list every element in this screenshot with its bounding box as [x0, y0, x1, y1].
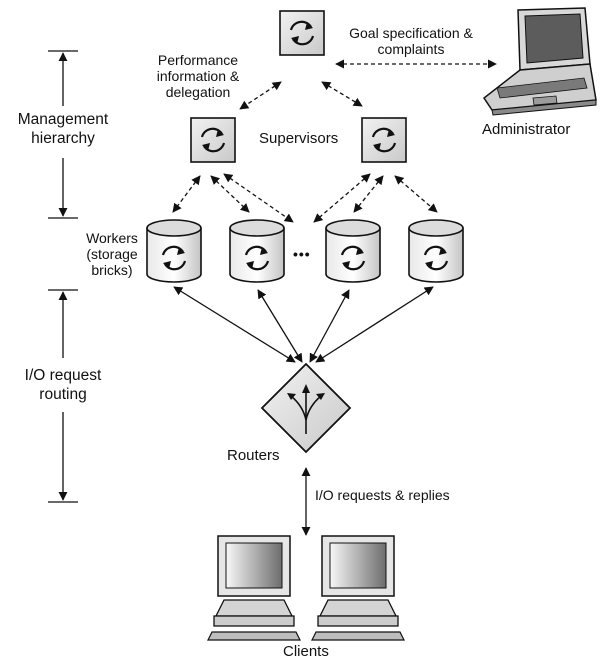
supervisor-node-right [361, 117, 407, 163]
worker-brick-2 [229, 219, 285, 283]
client-computer-right [311, 535, 405, 641]
worker-brick-4 [408, 219, 464, 283]
top-manager-node [279, 10, 325, 56]
administrator-label: Administrator [482, 121, 571, 138]
workers-line2: (storage [86, 246, 138, 262]
perf-line3: delegation [165, 84, 231, 100]
management-label-line2: hierarchy [31, 130, 95, 147]
router-node [260, 362, 352, 454]
worker-brick-3 [325, 219, 381, 283]
routers-label: Routers [227, 447, 280, 464]
workers-label: Workers (storage bricks) [80, 230, 144, 278]
goal-specification-label: Goal specification & complaints [340, 25, 482, 57]
io-routing-label-line1: I/O request [24, 367, 102, 384]
perf-line1: Performance [157, 52, 239, 68]
performance-information-label: Performance information & delegation [148, 52, 248, 100]
client-computer-left [207, 535, 301, 641]
workers-line1: Workers [86, 230, 138, 246]
management-hierarchy-label: Management hierarchy [4, 110, 122, 148]
goal-line1: Goal specification & [349, 25, 473, 41]
io-routing-label-line2: routing [39, 386, 87, 403]
supervisors-label: Supervisors [259, 130, 339, 147]
goal-line2: complaints [377, 41, 445, 57]
ellipsis: ••• [293, 246, 311, 262]
management-label-line1: Management [17, 111, 109, 128]
io-routing-bracket [48, 289, 78, 503]
branch-arrows-icon [290, 390, 322, 434]
supervisor-node-left [190, 117, 236, 163]
worker-brick-1 [146, 219, 202, 283]
laptop-icon [482, 7, 597, 116]
io-routing-label: I/O request routing [10, 366, 116, 404]
workers-line3: bricks) [91, 262, 133, 278]
io-arrows [173, 286, 434, 536]
clients-label: Clients [283, 643, 329, 660]
management-bracket [48, 50, 78, 219]
io-requests-label: I/O requests & replies [315, 487, 450, 503]
management-arrows [172, 59, 497, 223]
perf-line2: information & [156, 68, 240, 84]
